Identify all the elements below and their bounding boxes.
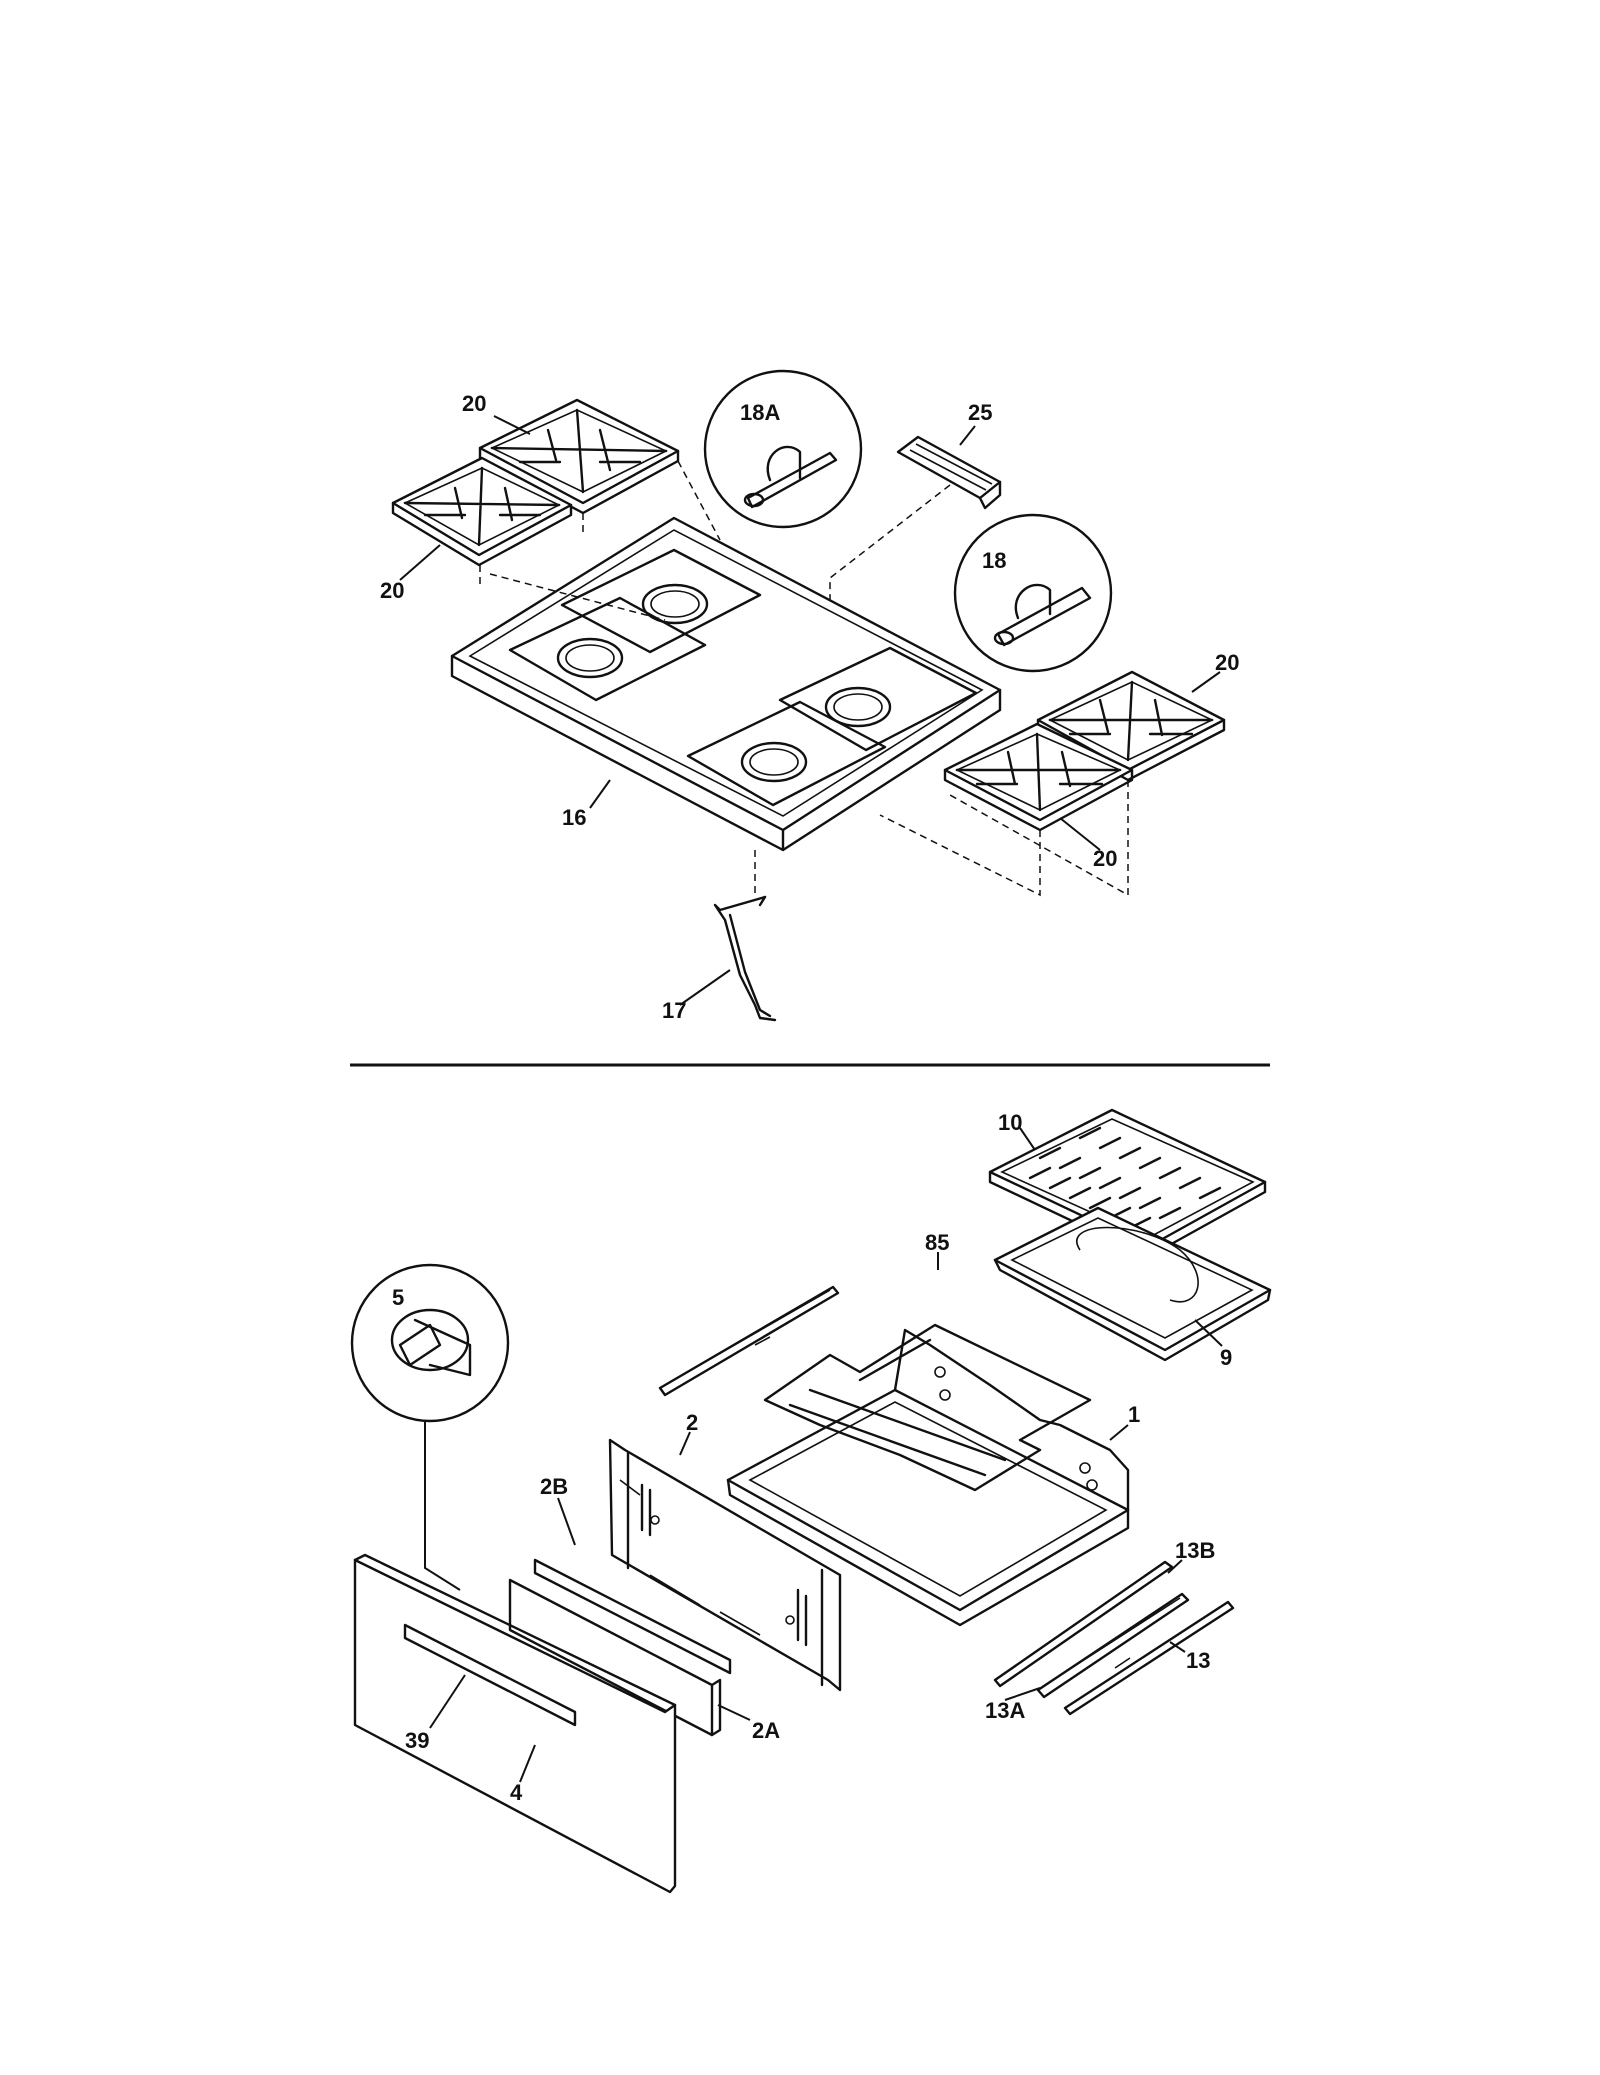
detail-circle-18a	[703, 369, 863, 529]
callout-2: 2	[686, 1410, 698, 1435]
drawer-body	[726, 1328, 1130, 1627]
cooktop	[450, 516, 1002, 852]
callout-5: 5	[392, 1285, 404, 1310]
panel-2b	[533, 1558, 732, 1675]
anti-tip-bracket-17	[713, 895, 777, 1022]
callout-18a: 18A	[740, 400, 780, 425]
detail-circle-18	[953, 513, 1113, 673]
callout-18: 18	[982, 548, 1006, 573]
detail-circle-5	[350, 1263, 510, 1591]
callout-10: 10	[998, 1110, 1022, 1135]
callout-20-right-top: 20	[1215, 650, 1239, 675]
callout-85: 85	[925, 1230, 949, 1255]
oven-rack	[763, 1323, 1092, 1492]
callout-39: 39	[405, 1728, 429, 1753]
callout-4: 4	[510, 1780, 523, 1805]
callout-2a: 2A	[752, 1718, 780, 1743]
drawer-slide-left	[658, 1285, 840, 1397]
callout-25: 25	[968, 400, 992, 425]
drawer-trim-39	[403, 1623, 577, 1727]
callout-17: 17	[662, 998, 686, 1023]
alignment-lines-top	[479, 460, 1129, 897]
callout-20-bottom-left: 20	[380, 578, 404, 603]
spreader-clip-25	[896, 435, 1002, 510]
callout-20-top-left: 20	[462, 391, 486, 416]
burner-grate-back-left	[478, 398, 680, 515]
drawer-back-panel	[608, 1438, 842, 1692]
callout-16: 16	[562, 805, 586, 830]
burner-grate-front-left	[391, 456, 573, 567]
callout-20-right-bottom: 20	[1093, 846, 1117, 871]
drawer-slides-right	[993, 1560, 1235, 1716]
callout-13: 13	[1186, 1648, 1210, 1673]
callout-2b: 2B	[540, 1474, 568, 1499]
callout-1: 1	[1128, 1402, 1140, 1427]
callout-13b: 13B	[1175, 1538, 1215, 1563]
callout-13a: 13A	[985, 1698, 1025, 1723]
broiler-pan	[993, 1206, 1272, 1362]
callout-9: 9	[1220, 1345, 1232, 1370]
callout-leaders	[399, 415, 1223, 1783]
